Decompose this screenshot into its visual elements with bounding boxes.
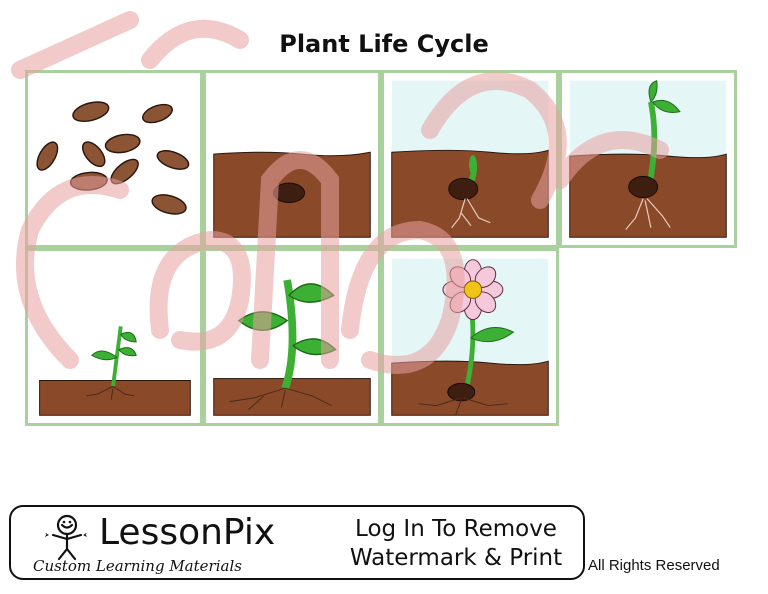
lessonpix-tagline: Custom Learning Materials [33, 557, 242, 575]
germination-illustration [391, 80, 549, 238]
sprout-illustration [569, 80, 727, 238]
seedling-illustration [39, 326, 191, 416]
stage-seeds [25, 70, 203, 248]
flowering-plant-illustration [391, 258, 549, 416]
rights-notice: All Rights Reserved [588, 557, 720, 574]
worksheet-title: Plant Life Cycle [279, 30, 489, 58]
login-message[interactable]: Log In To Remove Watermark & Print [336, 515, 576, 573]
stage-germination [381, 70, 559, 248]
login-message-line1[interactable]: Log In To Remove [355, 516, 557, 542]
stage-seedling [25, 248, 203, 426]
lessonpix-mascot-icon [45, 514, 87, 561]
lessonpix-logo-name: LessonPix [99, 512, 276, 553]
seeds-illustration [36, 101, 190, 215]
stage-sprout [559, 70, 737, 248]
lessonpix-banner: LessonPix Custom Learning Materials Log … [9, 505, 585, 580]
stage-seed-in-soil [203, 70, 381, 248]
young-plant-illustration [213, 279, 371, 416]
seed-in-soil-illustration [213, 82, 371, 238]
stage-flowering-plant [381, 248, 559, 426]
stage-young-plant [203, 248, 381, 426]
login-message-line2[interactable]: Watermark & Print [349, 545, 563, 571]
